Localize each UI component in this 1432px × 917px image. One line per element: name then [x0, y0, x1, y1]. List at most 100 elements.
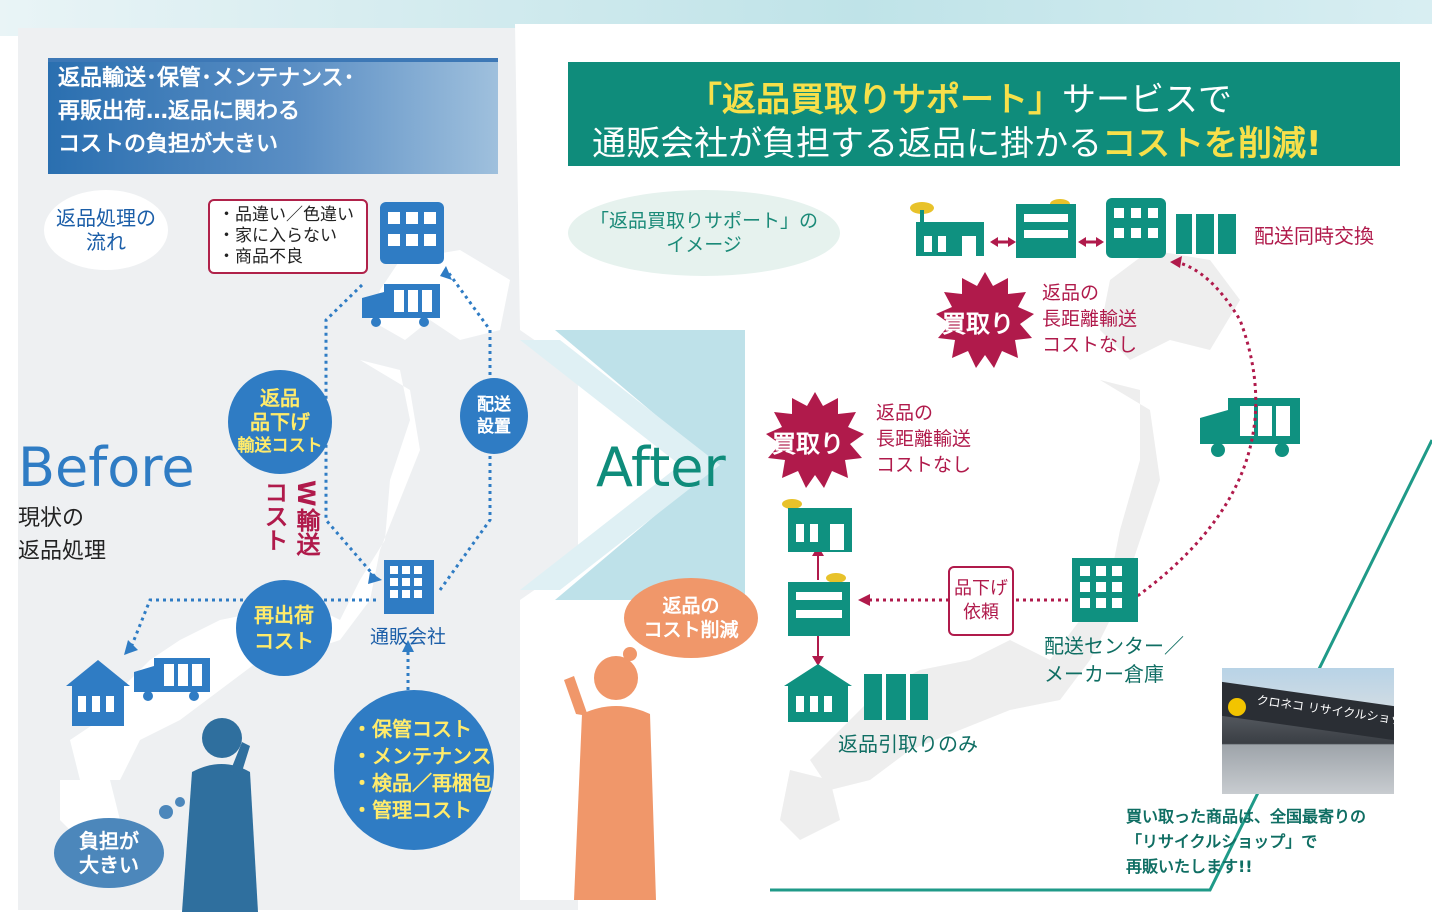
burden-bubble: 負担が 大きい	[54, 818, 164, 888]
cost-reduction-bubble: 返品の コスト削減	[624, 578, 758, 658]
caption-line: 「リサイクルショップ」で	[1126, 832, 1318, 851]
burden-line: 大きい	[79, 853, 139, 877]
before-sub-line: 現状の	[18, 506, 85, 531]
after-banner: 「返品買取りサポート」サービスで 通販会社が負担する返品に掛かるコストを削減!	[568, 62, 1400, 166]
cost-item: ・検品／再梱包	[352, 771, 492, 795]
return-cost-circle: 返品 品下げ 輸送コスト	[228, 370, 332, 474]
banner-quote: 「	[688, 80, 722, 120]
buyback-left-line: 返品の	[876, 402, 934, 424]
w-transport-col: 輸送	[292, 508, 320, 556]
house-box-group	[784, 664, 928, 722]
center-label-line: メーカー倉庫	[1044, 662, 1164, 686]
reason-item: ・家に入らない	[218, 226, 337, 246]
reason-item: ・品違い／色違い	[218, 205, 354, 225]
image-oval: 「返品買取りサポート」の イメージ	[568, 190, 840, 276]
box-icon	[864, 674, 928, 720]
building-icon	[1072, 558, 1138, 622]
markdown-line: 品下げ	[954, 578, 1008, 599]
before-banner: 返品輸送･保管･メンテナンス･ 再販出荷…返品に関わる コストの負担が大きい	[48, 58, 498, 174]
cost-bubble-line: 返品の	[662, 595, 720, 617]
building-icon	[788, 573, 850, 636]
before-sub-line: 返品処理	[18, 539, 107, 564]
simultaneous-exchange: 配送同時交換	[1254, 224, 1374, 248]
buyback-burst-top	[936, 272, 1034, 368]
return-cost-line: 返品	[260, 386, 300, 410]
flow-oval-line: 返品処理の	[56, 206, 156, 230]
buyback-top-line: 返品の	[1042, 282, 1100, 304]
mail-order-label: 通販会社	[370, 626, 447, 648]
cost-bubble-line: コスト削減	[643, 619, 739, 641]
buyback-left-line: 長距離輸送	[876, 428, 972, 450]
chevron-inner	[520, 340, 720, 590]
reasons-box: ・品違い／色違い ・家に入らない ・商品不良	[208, 199, 368, 274]
cost-item: ・メンテナンス	[352, 744, 492, 768]
truck-icon	[1200, 398, 1300, 457]
reship-line: コスト	[254, 629, 314, 653]
caption-line: 再販いたします!!	[1126, 857, 1253, 876]
chevron-arrow	[555, 330, 745, 600]
w-transport-label: W 輸送 コスト	[254, 480, 320, 560]
flow-oval: 返品処理の 流れ	[44, 190, 168, 270]
box-icon	[1176, 214, 1236, 254]
buyback-label-left: 買取り	[772, 430, 844, 458]
return-cost-line: 品下げ	[250, 410, 310, 434]
truck-icon	[134, 658, 210, 701]
buyback-top-text: 返品の 長距離輸送 コストなし	[1042, 280, 1137, 358]
cost-item: ・管理コスト	[352, 798, 472, 822]
reship-line: 再出荷	[254, 603, 314, 627]
costs-circle: ・保管コスト ・メンテナンス ・検品／再梱包 ・管理コスト	[334, 690, 494, 850]
house-icon	[66, 660, 130, 726]
cat-logo-icon	[1228, 698, 1246, 716]
center-label: 配送センター／ メーカー倉庫	[1044, 632, 1184, 688]
building-icon	[1016, 199, 1076, 258]
delivery-circle: 配送 設置	[460, 378, 528, 454]
cost-item: ・保管コスト	[352, 717, 472, 741]
truck-icon	[362, 284, 440, 327]
image-oval-line: イメージ	[666, 234, 742, 256]
markdown-request-box: 品下げ 依頼	[948, 566, 1014, 636]
top-shops-row	[910, 198, 1236, 258]
person-icon	[564, 656, 656, 900]
buyback-label-top: 買取り	[942, 310, 1014, 338]
buyback-top-line: コストなし	[1042, 334, 1138, 356]
person-icon	[182, 718, 258, 912]
image-oval-line: 「返品買取りサポート」の	[589, 210, 818, 232]
w-transport-col: W	[292, 480, 320, 507]
buyback-left-text: 返品の 長距離輸送 コストなし	[876, 400, 971, 478]
shop-icon	[910, 202, 984, 256]
before-banner-line: コストの負担が大きい	[58, 132, 279, 157]
buyback-top-line: 長距離輸送	[1042, 308, 1138, 330]
banner-quote: 」	[1028, 80, 1062, 120]
recycle-shop-photo: クロネコ リサイクルショップ	[1222, 668, 1394, 794]
banner-highlight: コストを削減!	[1102, 124, 1322, 164]
caption-line: 買い取った商品は、全国最寄りの	[1126, 807, 1367, 826]
house-icon	[784, 664, 852, 722]
reship-cost-circle: 再出荷 コスト	[236, 580, 332, 676]
house-truck-group	[66, 658, 210, 726]
before-banner-line: 再販出荷…返品に関わる	[58, 99, 301, 124]
pickup-only: 返品引取りのみ	[838, 732, 978, 756]
reason-item: ・商品不良	[218, 247, 303, 267]
building-icon	[380, 202, 444, 264]
delivery-line: 配送	[477, 395, 511, 415]
buyback-left-line: コストなし	[876, 454, 972, 476]
before-sub: 現状の 返品処理	[18, 502, 106, 568]
markdown-line: 依頼	[963, 602, 999, 623]
center-label-line: 配送センター／	[1044, 634, 1184, 658]
shop-icon	[782, 499, 852, 552]
after-heading: After	[596, 436, 726, 499]
before-banner-line: 返品輸送･保管･メンテナンス･	[58, 66, 355, 91]
bubble-dots	[159, 797, 185, 819]
delivery-line: 設置	[477, 417, 511, 437]
banner-line2: 通販会社が負担する返品に掛かる	[592, 124, 1102, 164]
burden-line: 負担が	[79, 829, 139, 853]
building-icon	[1106, 198, 1166, 258]
flow-oval-line: 流れ	[86, 230, 126, 254]
after-border	[770, 439, 1432, 892]
banner-rest: サービスで	[1062, 80, 1232, 120]
recycle-caption: 買い取った商品は、全国最寄りの 「リサイクルショップ」で 再販いたします!!	[1126, 804, 1366, 879]
before-heading: Before	[18, 436, 195, 499]
return-cost-line: 輸送コスト	[237, 436, 323, 456]
